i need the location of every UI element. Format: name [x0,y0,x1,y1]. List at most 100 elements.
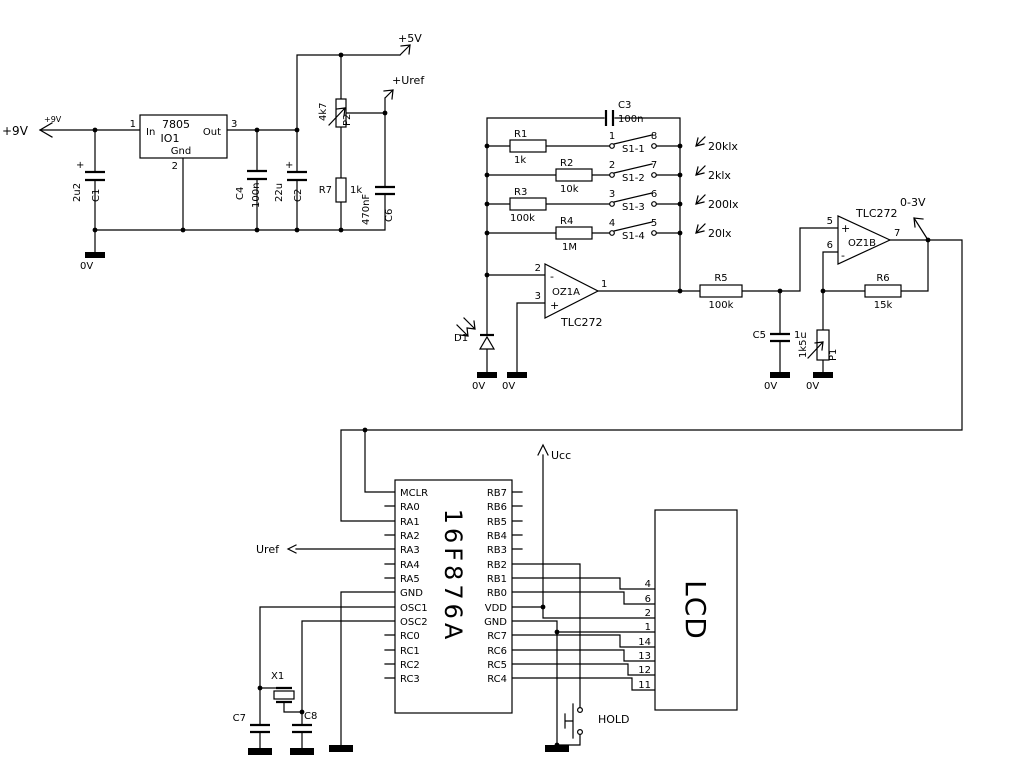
mcu-pin-osc2: OSC2 [400,617,428,628]
regulator-body [139,114,228,159]
ground-bar [545,745,569,752]
oz1b-pin5-number: 5 [827,216,833,227]
oz1a-plus-sign: + [550,299,559,312]
wires [340,117,963,522]
oz1b-pin6-number: 6 [827,240,833,251]
resistor-r3-body [509,197,547,211]
lcd-pin-1: 1 [645,622,651,633]
mcu-pin-rb2: RB2 [487,560,507,571]
resistor-r6-body [864,284,902,298]
resistor-r2-body [555,168,593,182]
gnd-label-0v: 0V [806,381,819,392]
lcd-pin-11: 11 [638,680,651,691]
mcu-pin-gnd-left: GND [400,588,423,599]
p2-ref: P2 [342,114,353,126]
r6-ref: R6 [876,273,889,284]
s1-4-ref: S1-4 [622,231,645,242]
hold-button-contact [576,728,583,735]
c4-ref: C4 [235,187,246,200]
uref-arrow-icon [383,89,394,100]
opamp-oz1b-body [837,215,892,265]
r1-ref: R1 [514,129,527,140]
io1-pin-out: Out [203,127,221,138]
mcu-part-number: 16F876A [439,509,467,644]
junction [677,288,683,294]
resistor-r5-body [699,284,743,298]
d1-photodiode-body [478,335,496,350]
junction [677,172,683,178]
c5-value: 1u [794,330,807,341]
oz1b-ref: OZ1B [848,238,876,249]
s1-3-ref: S1-3 [622,202,645,213]
junction [382,110,388,116]
out-arrow-icon [913,217,924,228]
c3-ref: C3 [618,100,631,111]
net-label-uref: Uref [256,543,280,556]
mcu-pin-rb3: RB3 [487,545,507,556]
s1-2-pin-b: 7 [651,160,657,171]
switch-contact [609,201,615,207]
mcu-pin-ra3: RA3 [400,545,420,556]
net-label-ucc: Ucc [551,449,571,462]
oz1a-part: TLC272 [560,316,603,329]
mcu-pin-ra5: RA5 [400,574,420,585]
c7-ref: C7 [233,713,246,724]
p1-value: 1k5 [798,339,809,358]
crystal-plates [276,686,292,704]
amplifier-section: C3 100n R1 1k R2 10k R3 100k R4 1M 1 8 S… [340,100,963,522]
r3-value: 100k [510,213,535,224]
net-label-9v-small: +9V [44,115,62,124]
c5-plates [770,332,790,343]
mcu-pin-rc4: RC4 [487,674,507,685]
io1-pin1-number: 1 [130,119,136,130]
net-label-5v: +5V [398,32,422,45]
c1-ref: C1 [91,189,102,202]
lcd-body [654,509,738,711]
r7-value: 1k [350,185,362,196]
junction [925,237,931,243]
r2-value: 10k [560,184,579,195]
mcu-pin-osc1: OSC1 [400,603,428,614]
range-label-20lx: 20lx [708,227,732,240]
hold-button-contact [576,706,583,713]
junction [777,288,783,294]
pot-p2-wiper-icon [328,107,346,126]
range-label-20klx: 20klx [708,140,738,153]
c6-ref: C6 [384,209,395,222]
junction [362,427,368,433]
r1-value: 1k [514,155,526,166]
resistor-r7-body [335,177,347,203]
s1-1-pin-b: 8 [651,131,657,142]
junction [677,201,683,207]
c8-plates [292,723,312,734]
mcu-pin-ra2: RA2 [400,531,420,542]
c7-plates [250,723,270,734]
mcu-pin-ra4: RA4 [400,560,420,571]
junction [294,227,300,233]
c2-polarity: + [285,160,293,171]
junction [294,127,300,133]
oz1a-pin3-number: 3 [535,291,541,302]
switch-contact [609,143,615,149]
mcu-body [394,479,513,714]
oz1b-minus-sign: - [841,249,845,262]
mcu-pin-ra1: RA1 [400,517,420,528]
r4-ref: R4 [560,216,573,227]
c6-value: 470nF [361,194,372,225]
wires [259,454,656,749]
c1-polarity: + [76,160,84,171]
switch-levers [613,134,653,232]
ground-bar [770,372,790,378]
opamp-oz1a-body [544,263,600,319]
uref-arrow-icon [286,544,297,554]
mcu-pin-rb5: RB5 [487,517,507,528]
mcu-pin-ra0: RA0 [400,502,420,513]
ground-bar [329,745,353,752]
junction [338,227,344,233]
s1-4-pin-a: 4 [609,218,615,229]
c1-value: 2u2 [72,183,83,202]
mcu-pin-gnd-right: GND [484,617,507,628]
io1-pin-gnd: Gnd [171,146,191,157]
